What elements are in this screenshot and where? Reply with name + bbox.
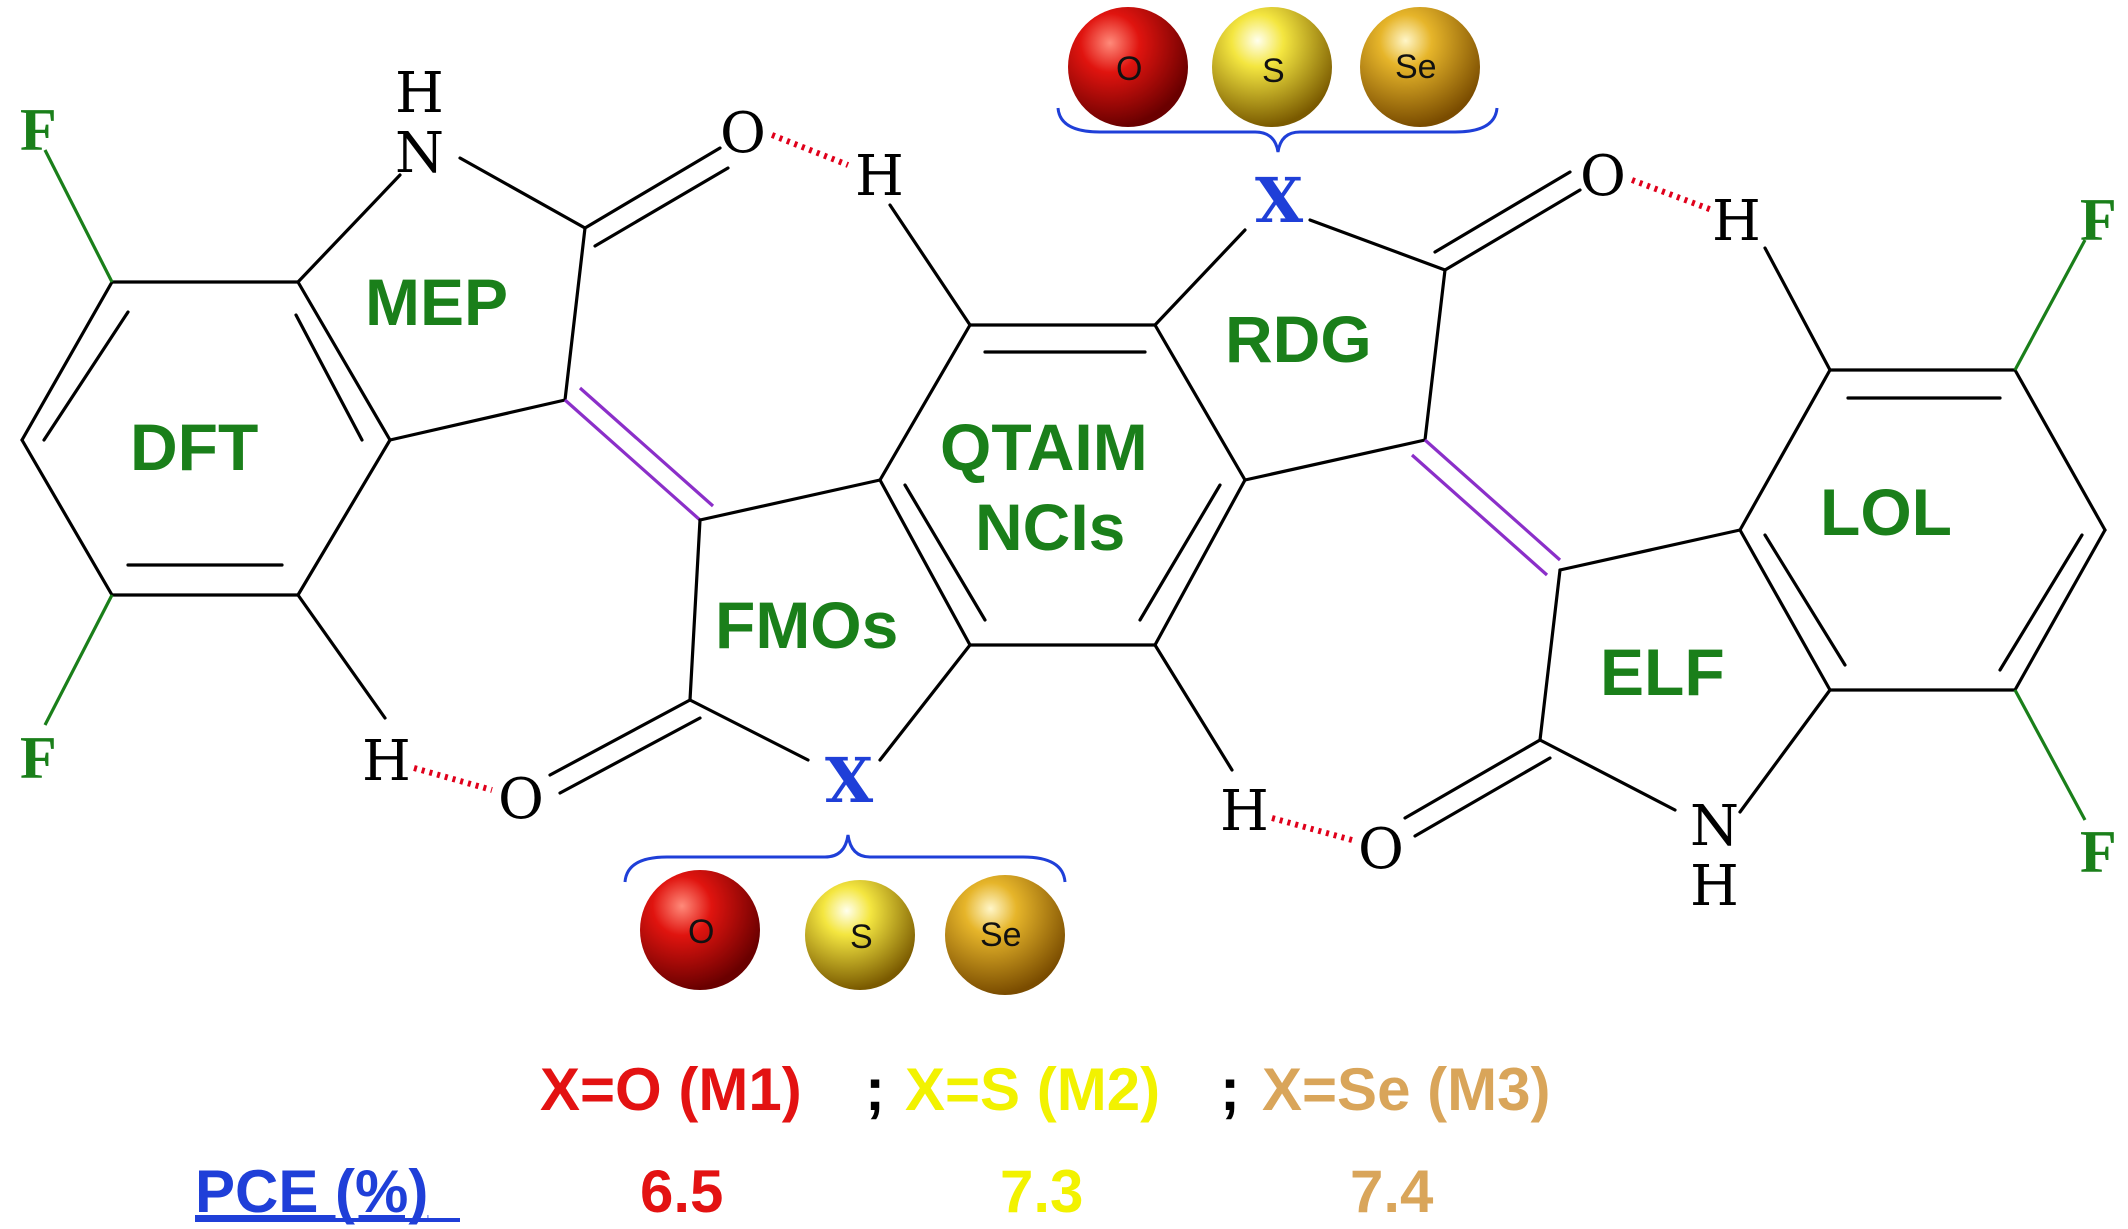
pce-value-m2: 7.3 (1000, 1158, 1083, 1225)
hydrogen-bond-bottom-left (413, 765, 493, 793)
hydrogen-bond-top-left (770, 132, 850, 168)
fluorine-atom-bottom-left: F (20, 725, 57, 791)
c-h-bond-bottom-left (296, 593, 387, 720)
hydrogen-bond-bottom-center (1271, 815, 1353, 843)
brace-top (1056, 107, 1499, 153)
sulfur-sphere-bottom (805, 880, 915, 990)
sulfur-sphere-label-top: S (1262, 52, 1285, 90)
sulfur-sphere-top (1212, 7, 1332, 127)
legend-separator-2: ; (1220, 1056, 1240, 1123)
oxygen-sphere-label-top: O (1116, 50, 1142, 88)
fluorine-atom-top-left: F (20, 97, 57, 163)
brace-bottom (623, 834, 1067, 883)
c-f-bond-top-left (43, 149, 114, 283)
fluorine-atom-top-right: F (2080, 187, 2117, 253)
central-benzene-ring (878, 323, 1247, 647)
ring-label-ncis: NCIs (975, 490, 1125, 564)
hydrogen-atom-top-left: H (855, 144, 904, 209)
hydrogen-atom-bottom-left: H (362, 729, 411, 794)
bottom-sphere-group: O S Se (623, 834, 1067, 995)
hydrogen-atom-bottom-center: H (1220, 779, 1269, 844)
ring-label-elf: ELF (1600, 635, 1725, 709)
nitrogen-atom-n2: N (1690, 794, 1739, 859)
oxygen-atom-top-right: O (1580, 144, 1626, 209)
left-lactam-ring (296, 146, 730, 442)
legend-m1: X=O (M1) (540, 1056, 802, 1123)
legend: X=O (M1) ; X=S (M2) ; X=Se (M3) PCE (%) … (195, 1056, 1550, 1225)
fluorine-atom-bottom-right: F (2080, 819, 2117, 885)
ring-label-lol: LOL (1820, 475, 1952, 549)
heteroatom-x-bottom: X (825, 744, 874, 817)
legend-m3: X=Se (M3) (1262, 1056, 1550, 1123)
upper-five-ring (1153, 170, 1582, 482)
ring-label-rdg: RDG (1225, 302, 1372, 376)
lower-five-ring (548, 478, 972, 795)
oxygen-sphere-bottom (640, 870, 760, 990)
selenium-sphere-label-bottom: Se (980, 916, 1022, 954)
c-h-bond-top-right (1763, 246, 1832, 372)
oxygen-sphere-top (1068, 7, 1188, 127)
selenium-sphere-top (1360, 7, 1480, 127)
oxygen-atom-bottom-center: O (1358, 817, 1404, 882)
right-benzene-ring (1738, 368, 2107, 692)
top-sphere-group: O S Se (1056, 7, 1499, 153)
legend-separator-1: ; (865, 1056, 885, 1123)
selenium-sphere-label-top: Se (1395, 48, 1437, 86)
hydrogen-atom-top-right: H (1712, 189, 1761, 254)
exocyclic-double-bond-left (563, 386, 715, 522)
pce-value-m3: 7.4 (1350, 1158, 1434, 1225)
exocyclic-double-bond-right (1410, 438, 1562, 577)
pce-value-m1: 6.5 (640, 1158, 723, 1225)
pce-label: PCE (%) (195, 1158, 428, 1225)
ring-label-dft: DFT (130, 410, 258, 484)
legend-m2: X=S (M2) (905, 1056, 1160, 1123)
ring-label-qtaim: QTAIM (940, 410, 1148, 484)
c-f-bond-bottom-right (2013, 689, 2087, 821)
ring-label-fmos: FMOs (715, 588, 898, 662)
heteroatom-x-top: X (1255, 164, 1304, 237)
c-f-bond-top-right (2013, 239, 2087, 371)
right-lactam-ring (1403, 528, 1832, 838)
left-benzene-ring (20, 280, 392, 597)
c-h-bond-central-top (888, 203, 972, 327)
sulfur-sphere-label-bottom: S (850, 918, 873, 956)
ring-label-mep: MEP (365, 265, 508, 339)
oxygen-atom-bottom-left: O (498, 767, 544, 832)
c-h-bond-central-bottom (1153, 643, 1234, 772)
hydrogen-atom-n1: H (395, 61, 444, 126)
selenium-sphere-bottom (945, 875, 1065, 995)
oxygen-sphere-label-bottom: O (688, 913, 714, 951)
nitrogen-atom-n1: N (395, 121, 444, 186)
oxygen-atom-top-left: O (720, 101, 766, 166)
hydrogen-bond-top-right (1630, 177, 1714, 213)
c-f-bond-bottom-left (43, 594, 114, 726)
hydrogen-atom-n2: H (1690, 854, 1739, 919)
